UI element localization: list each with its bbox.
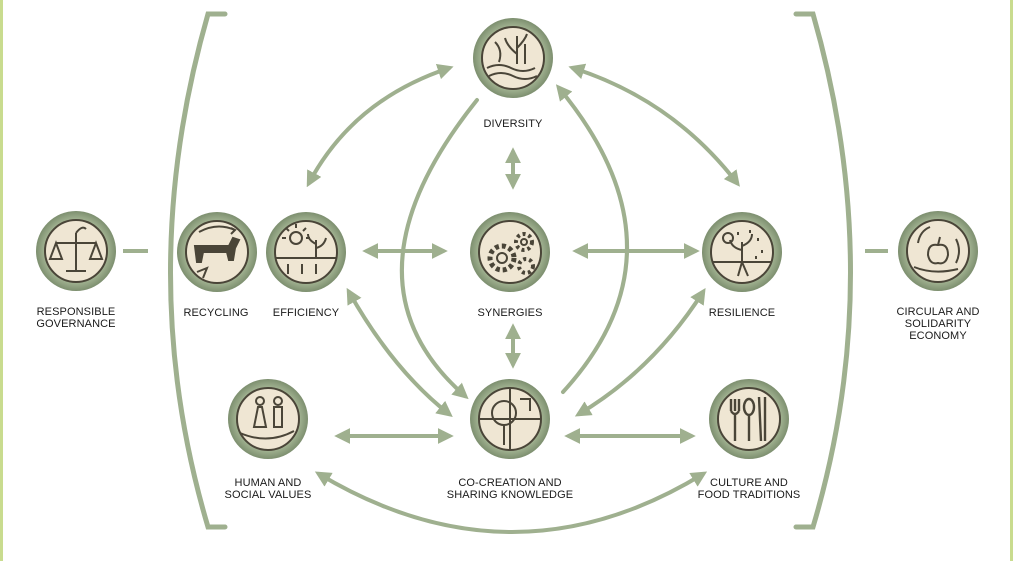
arrow-efficiency-cocreation [346,287,453,417]
scales-icon [48,226,104,272]
right-bracket [793,11,853,530]
efficiency-node [266,212,346,292]
recycling-label: RECYCLING [183,307,249,319]
diversity-node [473,18,553,98]
arrow-diversity-cocreation-left-arc [400,98,479,400]
diversity-label: DIVERSITY [483,118,543,130]
arrow-diversity-efficiency [306,63,454,188]
circular-economy-label: CIRCULAR AND SOLIDARITY ECONOMY [896,306,980,342]
culture-food-node [709,379,789,459]
apple-cycle-icon [913,226,960,273]
human-social-label: HUMAN AND SOCIAL VALUES [224,477,312,501]
people-hand-icon [239,396,295,440]
arrow-diversity-resilience [568,63,740,187]
synergies-label: SYNERGIES [477,307,543,319]
synergies-node [470,212,550,292]
diagram-canvas [36,11,978,534]
human-social-node [228,379,308,459]
resilience-label: RESILIENCE [708,307,776,319]
left-bracket [168,11,228,530]
recycling-node [177,212,257,292]
plants-water-icon [486,33,538,80]
fork-spoon-chopsticks-icon [729,396,767,442]
responsible-governance-label: RESPONSIBLE GOVERNANCE [36,306,116,330]
cow-recycle-icon [193,225,241,279]
resilience-node [702,212,782,292]
responsible-governance-node [36,211,116,291]
efficiency-label: EFFICIENCY [272,307,340,319]
sun-seedling-icon [276,224,336,274]
arrow-human-culture-bottom-arc [314,471,708,534]
gears-icon [487,232,535,275]
rain-plant-icon [712,230,772,277]
co-creation-label: CO-CREATION AND SHARING KNOWLEDGE [446,477,574,501]
tree-puzzle-icon [479,388,541,450]
arrow-resilience-cocreation [574,287,706,417]
arrow-cocreation-diversity-right-arc [555,84,629,394]
culture-food-label: CULTURE AND FOOD TRADITIONS [697,477,801,501]
circular-economy-node [898,211,978,291]
co-creation-node [470,379,550,459]
